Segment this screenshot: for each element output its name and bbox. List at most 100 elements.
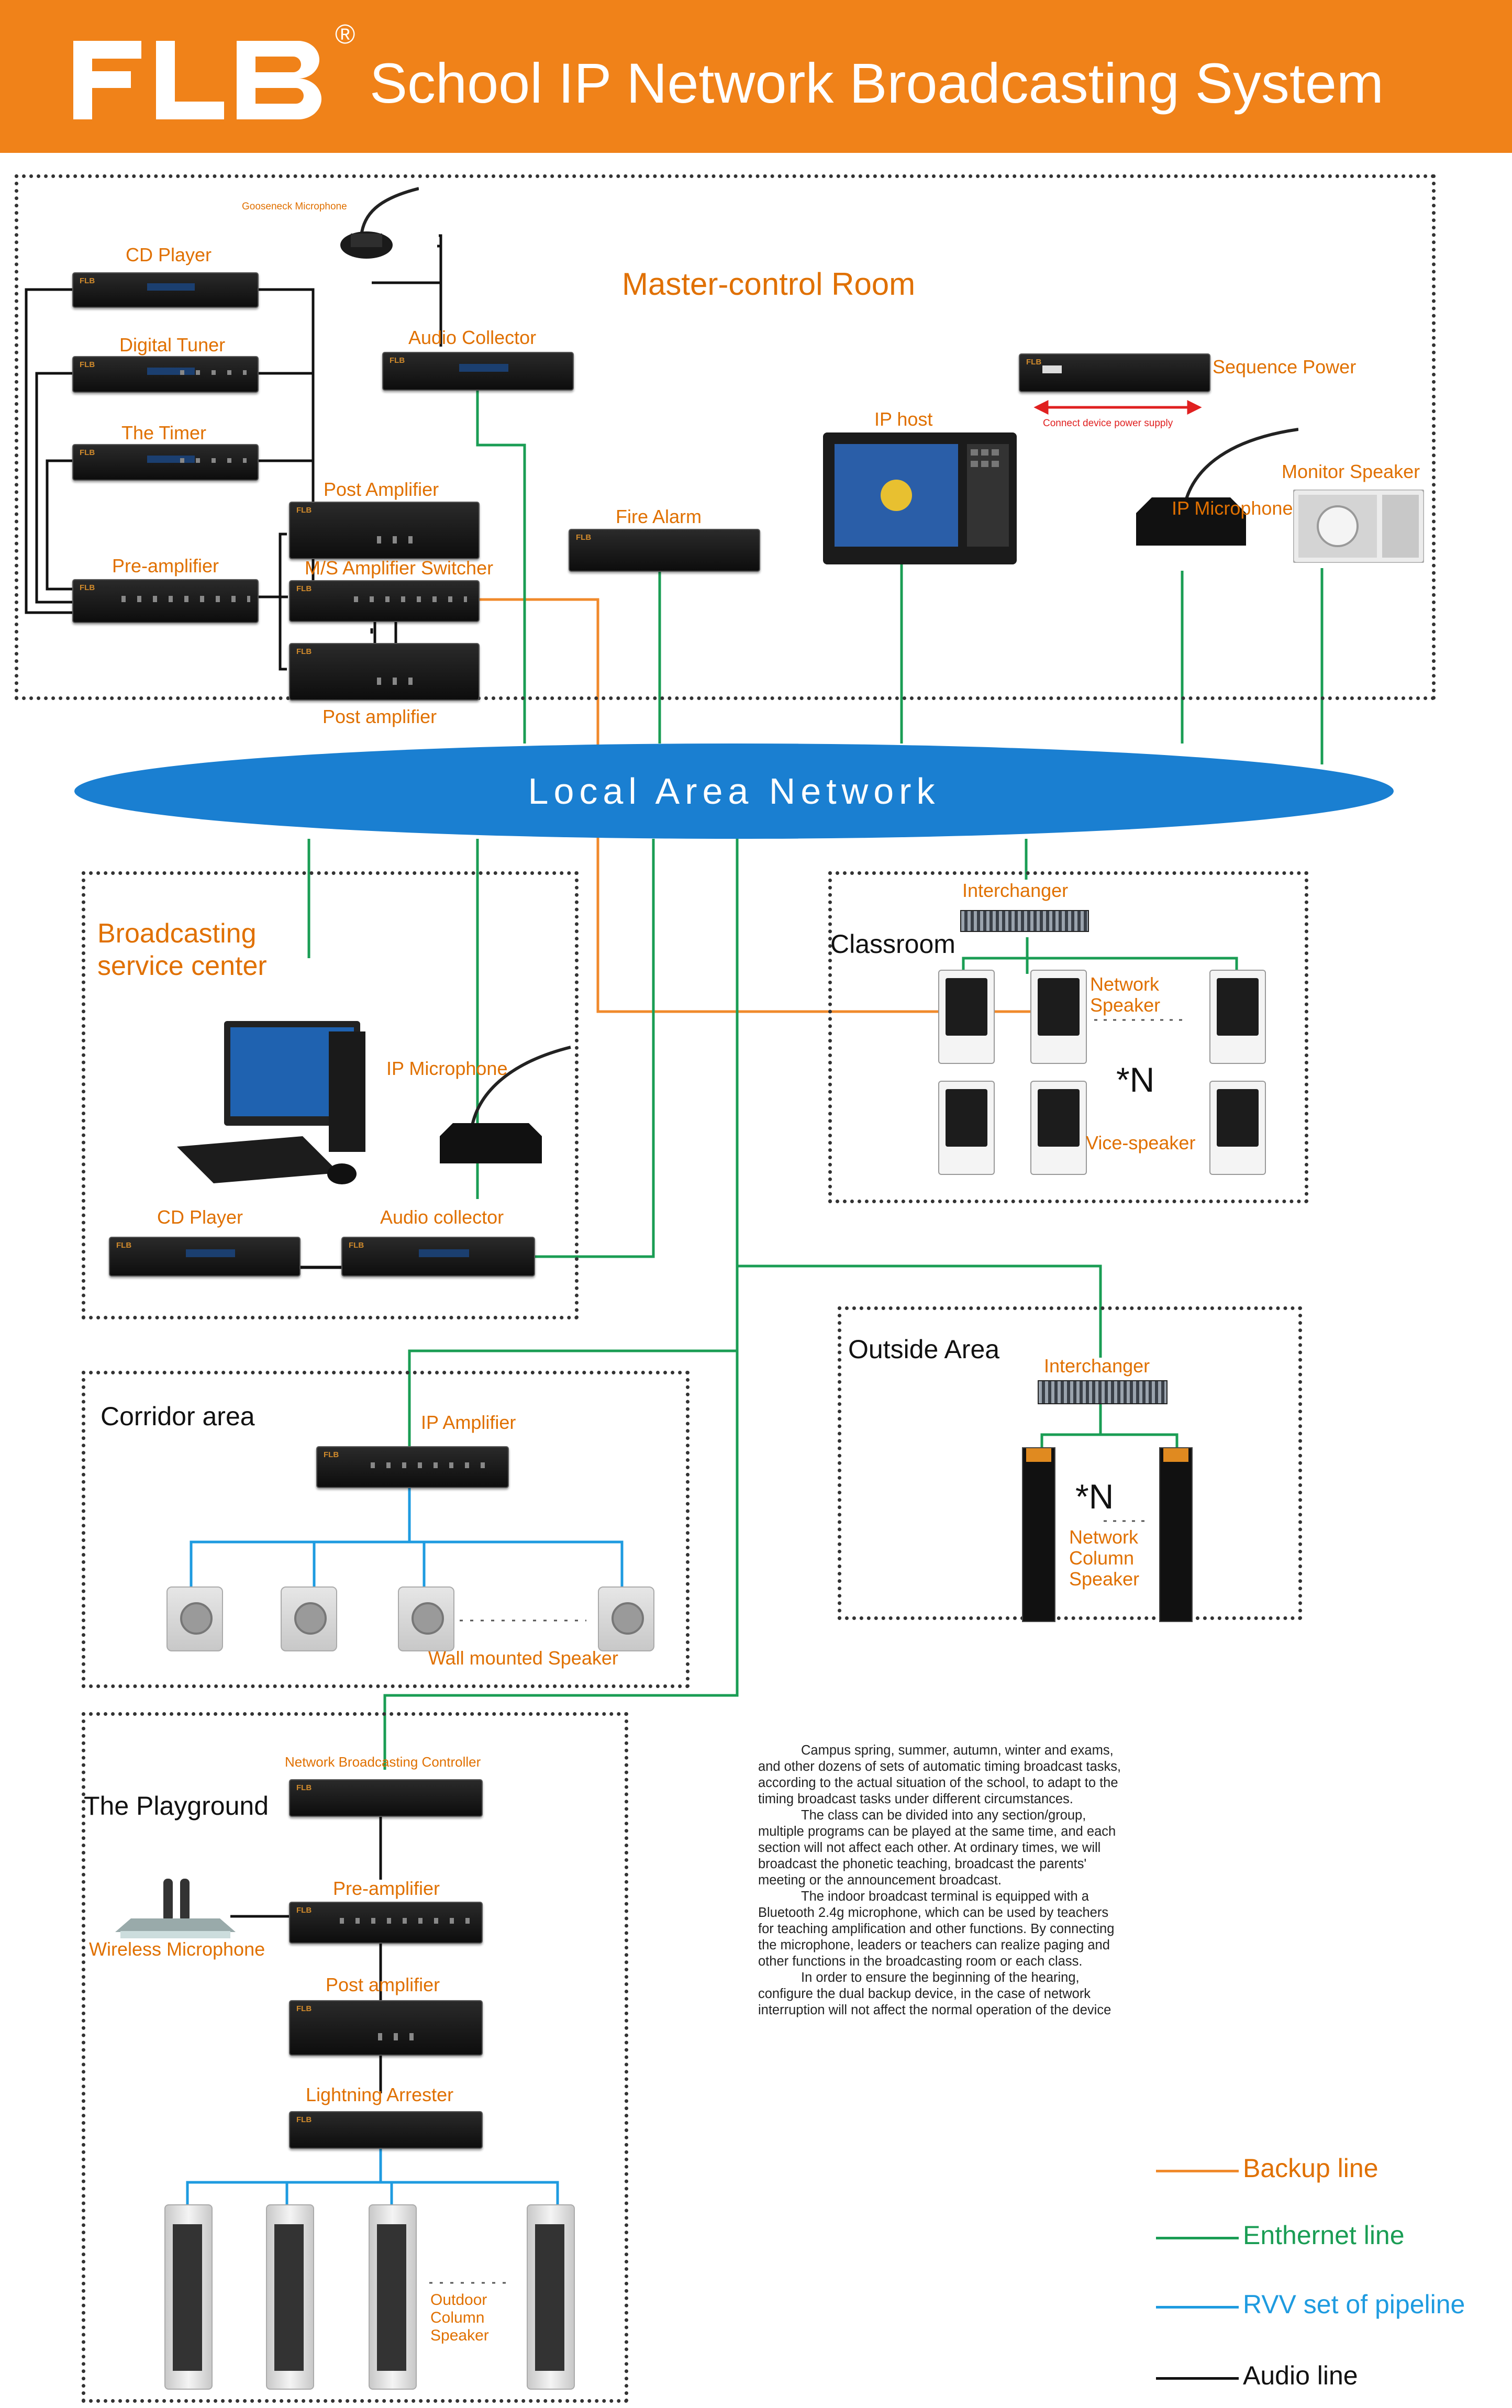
flb-logo — [73, 41, 321, 119]
playground-post-amplifier-label: Post amplifier — [326, 1974, 440, 1995]
page-title: School IP Network Broadcasting System — [370, 51, 1384, 115]
audio-collector-device — [382, 352, 574, 391]
classroom-title: Classroom — [830, 929, 955, 959]
outside-title: Outside Area — [848, 1335, 1000, 1364]
monitor-speaker-icon — [1293, 490, 1424, 563]
outdoor-speaker-1 — [164, 2204, 213, 2390]
playground-post-amplifier-device — [289, 2000, 483, 2056]
cd-player-label: CD Player — [126, 244, 212, 265]
sequence-power-label: Sequence Power — [1213, 356, 1357, 378]
ms-switcher-device — [289, 580, 480, 622]
fire-alarm-device — [569, 529, 760, 572]
classroom-network-speaker-3 — [1209, 970, 1266, 1064]
classroom-multiplier: *N — [1116, 1060, 1155, 1099]
legend-rvv-line — [1156, 2306, 1239, 2309]
master-room-title: Master-control Room — [622, 267, 916, 302]
info-paragraph-4: In order to ensure the beginning of the … — [758, 1970, 1111, 2017]
digital-tuner-device — [72, 356, 259, 393]
legend-backup-line — [1156, 2170, 1239, 2172]
info-paragraph-2: The class can be divided into any sectio… — [758, 1808, 1116, 1888]
cd-player-device — [72, 272, 259, 308]
classroom-vice-speaker-2 — [1030, 1081, 1087, 1175]
ip-microphone-master-label: IP Microphone — [1172, 497, 1293, 519]
outdoor-speaker-4 — [527, 2204, 575, 2390]
audio-collector-label: Audio Collector — [408, 327, 537, 348]
outside-multiplier: *N — [1075, 1477, 1114, 1516]
outside-column-speaker-right — [1159, 1447, 1193, 1622]
outdoor-speaker-3 — [369, 2204, 417, 2390]
legend-backup-label: Backup line — [1243, 2154, 1378, 2183]
audio-collector-center-device — [341, 1237, 535, 1277]
broadcast-center-title: Broadcasting service center — [97, 918, 267, 981]
post-amplifier-bottom-device — [289, 643, 480, 701]
info-paragraph-3: The indoor broadcast terminal is equippe… — [758, 1889, 1115, 1969]
outside-column-speaker-left — [1022, 1447, 1055, 1622]
connect-power-label: Connect device power supply — [1043, 418, 1173, 429]
playground-zone — [82, 1712, 628, 2403]
classroom-interchanger-label: Interchanger — [962, 880, 1069, 901]
timer-label: The Timer — [121, 422, 207, 443]
outside-zone — [838, 1306, 1302, 1620]
gooseneck-mic-icon — [340, 187, 419, 259]
timer-device — [72, 444, 259, 481]
outside-interchanger-device — [1038, 1380, 1168, 1404]
wall-speaker-label: Wall mounted Speaker — [428, 1647, 618, 1669]
legend-audio-label: Audio line — [1243, 2361, 1358, 2390]
post-amplifier-bottom-label: Post amplifier — [323, 706, 437, 727]
lightning-arrester-label: Lightning Arrester — [306, 2084, 454, 2105]
ip-amplifier-label: IP Amplifier — [421, 1412, 516, 1433]
classroom-network-speaker-1 — [938, 970, 995, 1064]
classroom-zone — [828, 871, 1308, 1203]
wall-speaker-4 — [598, 1586, 654, 1651]
pre-amplifier-label: Pre-amplifier — [112, 555, 219, 576]
legend-rvv-label: RVV set of pipeline — [1243, 2290, 1465, 2319]
local-area-network: Local Area Network — [74, 744, 1394, 839]
info-text-block: Campus spring, summer, autumn, winter an… — [758, 1743, 1125, 2018]
computer-icon — [177, 1021, 365, 1184]
classroom-vice-speaker-1 — [938, 1081, 995, 1175]
info-paragraph-1: Campus spring, summer, autumn, winter an… — [758, 1743, 1121, 1806]
fire-alarm-label: Fire Alarm — [616, 506, 702, 527]
playground-pre-amplifier-device — [289, 1902, 483, 1944]
controller-label: Network Broadcasting Controller — [285, 1754, 481, 1770]
playground-pre-amplifier-label: Pre-amplifier — [333, 1878, 440, 1899]
legend-audio-line — [1156, 2377, 1239, 2380]
monitor-speaker-label: Monitor Speaker — [1282, 461, 1420, 482]
ip-amplifier-device — [316, 1446, 509, 1488]
ip-microphone-center-label: IP Microphone — [386, 1058, 508, 1079]
ip-host-label: IP host — [874, 408, 933, 430]
post-amplifier-top-label: Post Amplifier — [324, 479, 439, 500]
wall-speaker-1 — [166, 1586, 223, 1651]
wireless-mic-label: Wireless Microphone — [89, 1938, 265, 1960]
wall-speaker-2 — [281, 1586, 337, 1651]
controller-device — [289, 1779, 483, 1817]
wireless-mic-icon — [115, 1879, 236, 1938]
classroom-vice-speaker-3 — [1209, 1081, 1266, 1175]
audio-collector-center-label: Audio collector — [380, 1206, 504, 1228]
post-amplifier-top-device — [289, 502, 480, 559]
registered-mark: ® — [335, 19, 355, 50]
legend-ethernet-label: Enthernet line — [1243, 2221, 1405, 2250]
wall-speaker-3 — [398, 1586, 454, 1651]
classroom-network-speaker-2 — [1030, 970, 1087, 1064]
corridor-zone — [82, 1371, 690, 1688]
gooseneck-mic-label: Gooseneck Microphone — [242, 201, 347, 212]
cd-player-center-label: CD Player — [157, 1206, 243, 1228]
digital-tuner-label: Digital Tuner — [119, 334, 226, 356]
outdoor-speaker-2 — [266, 2204, 314, 2390]
rvv-lines — [186, 1486, 624, 2204]
broadcast-center-zone — [82, 871, 579, 1319]
header-banner: ® School IP Network Broadcasting System — [0, 0, 1512, 153]
classroom-network-speaker-label: Network Speaker — [1090, 973, 1161, 1016]
ip-microphone-master-icon — [1136, 428, 1298, 546]
ip-microphone-center-icon — [440, 1046, 571, 1163]
cd-player-center-device — [109, 1237, 301, 1277]
lightning-arrester-device — [289, 2111, 483, 2149]
classroom-vice-speaker-label: Vice-speaker — [1086, 1132, 1196, 1153]
sequence-power-device — [1019, 353, 1210, 392]
legend-ethernet-line — [1156, 2237, 1239, 2239]
classroom-interchanger-device — [960, 910, 1089, 932]
outside-interchanger-label: Interchanger — [1044, 1355, 1150, 1377]
corridor-title: Corridor area — [101, 1402, 255, 1431]
pre-amplifier-device — [72, 579, 259, 623]
